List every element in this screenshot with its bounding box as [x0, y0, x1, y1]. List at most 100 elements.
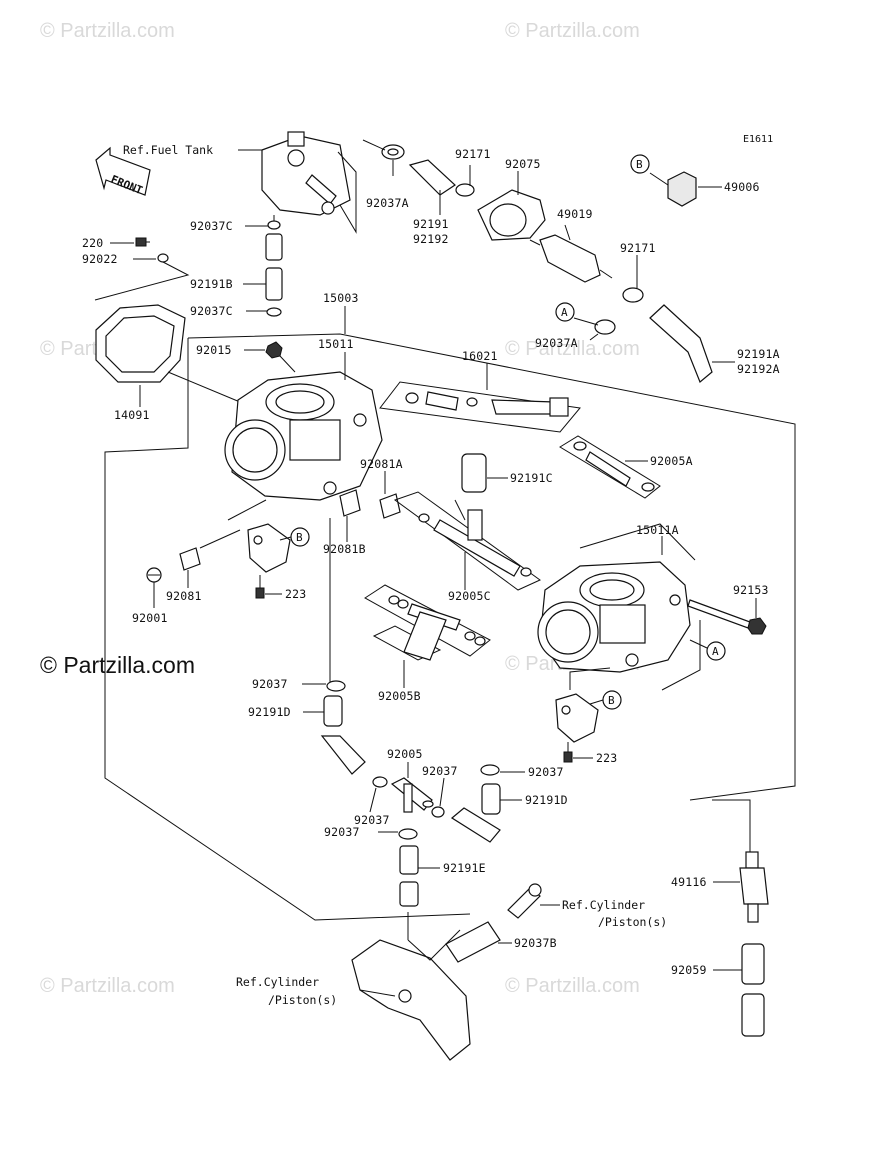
svg-text:B: B	[608, 694, 615, 707]
joint-92005c	[393, 491, 541, 591]
callout-b-right: B	[602, 690, 622, 710]
watermark-bottom-left: © Partzilla.com	[40, 975, 175, 997]
part-label-49116: 49116	[671, 875, 707, 889]
clamp-92171-top	[455, 183, 475, 197]
front-arrow-icon: FRONT	[95, 146, 151, 197]
bolt-220	[135, 237, 150, 247]
part-label-92153: 92153	[733, 583, 769, 597]
part-label-92037a-top: 92037A	[366, 196, 409, 210]
screw-92001	[146, 567, 162, 583]
part-label-92005b: 92005B	[378, 689, 421, 703]
part-label-92081b: 92081B	[323, 542, 366, 556]
spring-92081b	[339, 489, 361, 517]
gasket-14091	[95, 304, 186, 383]
part-label-92001: 92001	[132, 611, 168, 625]
clamp-92171-mid	[622, 287, 644, 303]
hose-92191d-left	[320, 695, 366, 775]
part-label-92192: 92192	[413, 232, 449, 246]
rubber-49006	[667, 171, 697, 207]
svg-text:B: B	[296, 531, 303, 544]
callout-b-left: B	[290, 527, 310, 547]
part-label-92059: 92059	[671, 963, 707, 977]
clamp-92037c-lower	[266, 307, 282, 317]
ref-cylinder-left-line1: Ref.Cylinder	[236, 975, 319, 989]
hose-92191e	[399, 845, 419, 907]
callout-a-lower: A	[706, 641, 726, 661]
part-label-15011: 15011	[318, 337, 354, 351]
fuel-tap-part	[261, 131, 351, 216]
part-label-49006: 49006	[724, 180, 760, 194]
part-label-92037-lower-1: 92037	[252, 677, 288, 691]
part-label-92037c-upper: 92037C	[190, 219, 233, 233]
hose-92191c	[461, 453, 487, 493]
part-label-92015: 92015	[196, 343, 232, 357]
shaft-group-16021	[379, 381, 581, 433]
part-label-92037b: 92037B	[514, 936, 557, 950]
callout-b-top: B	[630, 154, 650, 174]
part-label-92022: 92022	[82, 252, 118, 266]
part-label-15003: 15003	[323, 291, 359, 305]
svg-text:A: A	[712, 645, 719, 658]
part-label-92171-top: 92171	[455, 147, 491, 161]
clamp-92037-lower-3	[431, 806, 445, 818]
part-label-92037a-mid: 92037A	[535, 336, 578, 350]
part-label-223-right: 223	[596, 751, 617, 765]
part-label-92005: 92005	[387, 747, 423, 761]
part-label-92005c: 92005C	[448, 589, 491, 603]
part-label-92191: 92191	[413, 217, 449, 231]
hose-92059	[741, 943, 765, 1037]
part-49116	[739, 851, 769, 923]
ref-cylinder-left-line2: /Piston(s)	[268, 993, 337, 1007]
pipe-92005a	[559, 435, 661, 499]
ref-fuel-tank-label: Ref.Fuel Tank	[123, 143, 213, 157]
diagram-code: E1611	[743, 134, 773, 145]
cylinder-ref-part	[351, 939, 471, 1061]
clamp-92037a-top	[381, 144, 405, 160]
spring-92081a	[379, 493, 401, 519]
part-labels: 220 92022 92037C 92191B 92037C 92037A 92…	[82, 147, 780, 977]
part-label-92037-lower-5: 92037	[528, 765, 564, 779]
fuel-filter-49019	[529, 234, 613, 283]
hose-92191b	[265, 233, 283, 301]
callout-a-top: A	[555, 302, 575, 322]
clamp-92037c-upper	[267, 220, 281, 230]
watermarks: © Partzilla.com © Partzilla.com © Partzi…	[40, 20, 640, 997]
clamp-92037-lower-2	[372, 776, 388, 788]
part-label-92191d-right: 92191D	[525, 793, 568, 807]
part-label-92037-lower-3: 92037	[422, 764, 458, 778]
hose-92191-top	[408, 159, 456, 196]
watermark-mid-right: © Partzilla.com	[505, 338, 640, 360]
part-label-92191e: 92191E	[443, 861, 486, 875]
part-label-92171-mid: 92171	[620, 241, 656, 255]
part-label-220: 220	[82, 236, 103, 250]
part-label-15011a: 15011A	[636, 523, 679, 537]
part-label-92081a: 92081A	[360, 457, 403, 471]
watermark-bottom-right: © Partzilla.com	[505, 975, 640, 997]
part-label-16021: 16021	[462, 349, 498, 363]
part-label-92037-lower-2: 92037	[354, 813, 390, 827]
part-label-49019: 49019	[557, 207, 593, 221]
spring-92081	[179, 547, 201, 571]
nut-92015	[265, 341, 283, 359]
part-label-92191a: 92191A	[737, 347, 780, 361]
svg-text:A: A	[561, 306, 568, 319]
watermark-top-left: © Partzilla.com	[40, 20, 175, 42]
part-label-92037-lower-4: 92037	[324, 825, 360, 839]
bolt-92153	[687, 599, 767, 635]
carburetor-15011	[224, 371, 383, 501]
svg-text:B: B	[636, 158, 643, 171]
bracket-left	[247, 523, 291, 573]
part-label-92191c: 92191C	[510, 471, 553, 485]
hose-92191d-right	[450, 783, 501, 843]
ref-cylinder-right-line2: /Piston(s)	[598, 915, 667, 929]
bracket-right	[555, 693, 599, 743]
part-label-92037c-lower: 92037C	[190, 304, 233, 318]
hose-92037b	[445, 921, 501, 963]
part-label-92191b: 92191B	[190, 277, 233, 291]
watermark-top-right: © Partzilla.com	[505, 20, 640, 42]
clamp-92037-lower-4	[398, 828, 418, 840]
brand-credit: © Partzilla.com	[40, 652, 195, 678]
bolt-cylinder-ref	[507, 883, 542, 919]
